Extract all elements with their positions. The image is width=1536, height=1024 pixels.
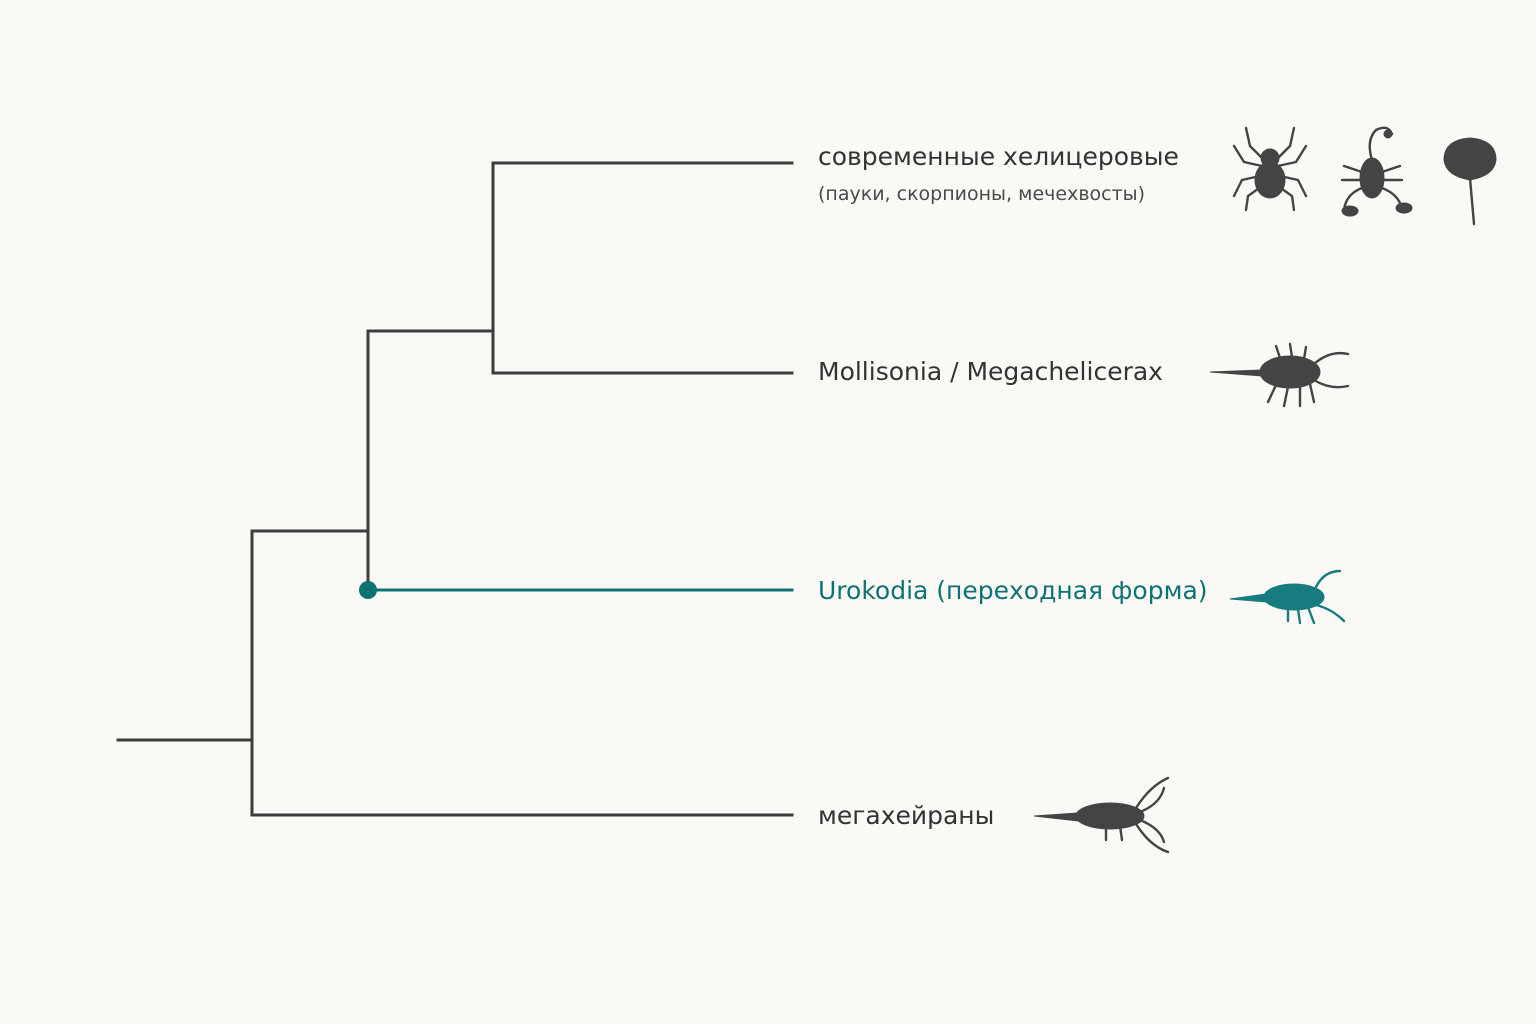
taxon-label-modern-chelicerates: современные хелицеровые	[818, 142, 1179, 171]
horseshoe-crab-icon	[1443, 137, 1497, 226]
urokodia-icon	[1229, 569, 1346, 625]
megacheiran-icon	[1033, 776, 1170, 854]
taxon-label-urokodia: Urokodia (переходная форма)	[818, 576, 1208, 605]
urokodia-node-dot	[359, 581, 377, 599]
taxon-sublabel-modern-chelicerates: (пауки, скорпионы, мечехвосты)	[818, 183, 1146, 205]
taxon-label-megacheirans: мегахейраны	[818, 801, 995, 830]
scorpion-icon	[1340, 126, 1413, 217]
mollisonia-icon	[1209, 342, 1350, 408]
spider-icon	[1232, 126, 1308, 212]
taxon-label-mollisonia: Mollisonia / Megachelicerax	[818, 357, 1163, 386]
